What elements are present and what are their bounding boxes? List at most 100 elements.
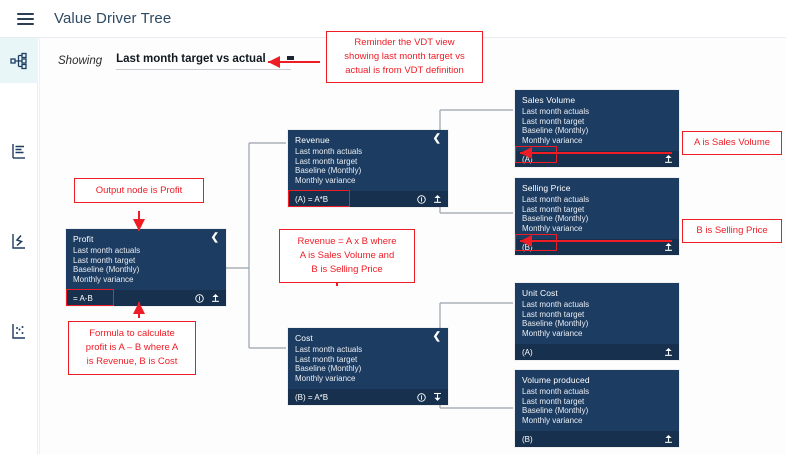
- showing-control: Showing Last month target vs actual: [58, 53, 295, 70]
- expand-up-icon[interactable]: [664, 154, 673, 164]
- metric-row: Last month target: [295, 156, 358, 166]
- node-revenue-formula: (A) = A*B: [295, 194, 329, 204]
- showing-label: Showing: [58, 55, 103, 67]
- metric-row: Last month actuals: [295, 345, 363, 354]
- info-icon[interactable]: [417, 195, 426, 204]
- annotation-line: Output node is Profit: [95, 184, 183, 196]
- annotation-revenue-formula: Revenue = A x B where A is Sales Volume …: [279, 229, 415, 283]
- annotation-line: showing last month target vs: [344, 51, 465, 62]
- node-profit-title: Profit: [73, 234, 94, 244]
- chevron-left-icon[interactable]: ❮: [210, 232, 219, 243]
- info-icon[interactable]: [195, 294, 204, 303]
- node-sales-volume[interactable]: Sales Volume Last month actuals Last mon…: [515, 90, 679, 168]
- node-sales-volume-formula: (A): [522, 154, 533, 164]
- node-cost[interactable]: Cost ❮ Last month actuals Last month tar…: [288, 328, 448, 406]
- expand-up-icon[interactable]: [664, 242, 673, 252]
- hamburger-bar: [16, 12, 34, 15]
- annotation-output-node: Output node is Profit: [74, 178, 204, 203]
- metric-row: Baseline (Monthly): [73, 265, 140, 275]
- metric-row: Monthly variance: [73, 274, 134, 284]
- expand-up-icon[interactable]: [433, 194, 442, 204]
- node-sales-volume-title: Sales Volume: [522, 95, 576, 105]
- expand-up-icon[interactable]: [664, 434, 673, 444]
- metric-row: Last month actuals: [522, 387, 590, 396]
- node-selling-price-title: Selling Price: [522, 183, 571, 193]
- node-profit-header: Profit ❮: [66, 229, 226, 245]
- vdt-canvas-surface: Showing Last month target vs actual: [39, 38, 786, 454]
- sidebar-rail: [0, 38, 38, 454]
- metric-row: Last month target: [522, 204, 585, 214]
- node-volume-produced-actions: [664, 434, 673, 444]
- metric-row: Monthly variance: [522, 135, 583, 145]
- hamburger-icon[interactable]: [6, 0, 44, 38]
- annotation-line: Revenue = A x B where: [297, 236, 397, 247]
- node-revenue-title: Revenue: [295, 135, 330, 145]
- annotation-line: A is Sales Volume and: [299, 250, 395, 261]
- node-profit-actions: [195, 293, 220, 303]
- node-profit[interactable]: Profit ❮ Last month actuals Last month t…: [66, 229, 226, 307]
- annotation-line: B is Selling Price: [311, 264, 383, 275]
- node-unit-cost[interactable]: Unit Cost Last month actuals Last month …: [515, 283, 679, 361]
- node-unit-cost-metrics: Last month actuals Last month target Bas…: [515, 299, 679, 344]
- metric-row: Last month actuals: [522, 107, 590, 116]
- node-volume-produced-metrics: Last month actuals Last month target Bas…: [515, 386, 679, 431]
- annotation-vdt-definition: Reminder the VDT view showing last month…: [326, 31, 483, 83]
- annotation-a-is-sales-volume: A is Sales Volume: [682, 131, 782, 155]
- chevron-left-icon[interactable]: ❮: [432, 331, 441, 342]
- annotation-line: Formula to calculate: [89, 328, 175, 339]
- metric-row: Last month actuals: [522, 300, 590, 309]
- node-revenue-header: Revenue ❮: [288, 130, 448, 146]
- node-cost-title: Cost: [295, 333, 313, 343]
- node-volume-produced-title: Volume produced: [522, 375, 590, 385]
- info-icon[interactable]: [417, 393, 426, 402]
- sidebar-item-value-driver-tree[interactable]: [0, 38, 38, 83]
- expand-up-icon[interactable]: [211, 293, 220, 303]
- list-report-icon: [10, 142, 28, 160]
- metric-row: Last month actuals: [73, 246, 141, 255]
- node-volume-produced[interactable]: Volume produced Last month actuals Last …: [515, 370, 679, 448]
- annotation-profit-formula: Formula to calculate profit is A – B whe…: [68, 321, 196, 375]
- metric-row: Last month actuals: [522, 195, 590, 204]
- annotation-b-is-selling-price: B is Selling Price: [682, 219, 782, 243]
- expand-down-icon[interactable]: [433, 392, 442, 402]
- metric-row: Baseline (Monthly): [522, 214, 589, 224]
- node-sales-volume-metrics: Last month actuals Last month target Bas…: [515, 106, 679, 151]
- annotation-line: profit is A – B where A: [85, 342, 179, 353]
- metric-row: Last month target: [295, 354, 358, 364]
- annotation-line: A is Sales Volume: [693, 137, 771, 148]
- scatter-chart-icon: [10, 322, 28, 340]
- node-revenue-actions: [417, 194, 442, 204]
- page-title: Value Driver Tree: [54, 10, 172, 27]
- showing-selected-value: Last month target vs actual: [116, 53, 266, 65]
- metric-row: Baseline (Monthly): [522, 406, 589, 416]
- sidebar-item-analytics[interactable]: [0, 308, 38, 353]
- node-volume-produced-footer: (B): [515, 431, 679, 448]
- annotation-line: Reminder the VDT view: [354, 37, 455, 48]
- node-unit-cost-formula: (A): [522, 347, 533, 357]
- metric-row: Monthly variance: [295, 373, 356, 383]
- node-cost-metrics: Last month actuals Last month target Bas…: [288, 344, 448, 389]
- showing-select[interactable]: Last month target vs actual: [116, 53, 295, 70]
- node-unit-cost-title: Unit Cost: [522, 288, 558, 298]
- node-revenue[interactable]: Revenue ❮ Last month actuals Last month …: [288, 130, 448, 208]
- sidebar-item-scenario[interactable]: [0, 218, 38, 263]
- vdt-canvas: Showing Last month target vs actual: [39, 38, 786, 454]
- node-selling-price-header: Selling Price: [515, 178, 679, 194]
- chevron-left-icon[interactable]: ❮: [432, 133, 441, 144]
- node-volume-produced-header: Volume produced: [515, 370, 679, 386]
- metric-row: Baseline (Monthly): [295, 166, 362, 176]
- annotation-line: B is Selling Price: [696, 225, 768, 236]
- node-unit-cost-footer: (A): [515, 344, 679, 361]
- expand-up-icon[interactable]: [664, 347, 673, 357]
- node-unit-cost-header: Unit Cost: [515, 283, 679, 299]
- node-cost-footer: (B) = A*B: [288, 389, 448, 406]
- chevron-down-icon: [287, 56, 295, 60]
- node-cost-header: Cost ❮: [288, 328, 448, 344]
- metric-row: Last month target: [73, 255, 136, 265]
- node-selling-price-actions: [664, 242, 673, 252]
- metric-row: Monthly variance: [522, 328, 583, 338]
- sidebar-item-report[interactable]: [0, 128, 38, 173]
- node-selling-price-formula: (B): [522, 242, 533, 252]
- node-selling-price[interactable]: Selling Price Last month actuals Last mo…: [515, 178, 679, 256]
- annotation-line: is Revenue, B is Cost: [86, 356, 178, 367]
